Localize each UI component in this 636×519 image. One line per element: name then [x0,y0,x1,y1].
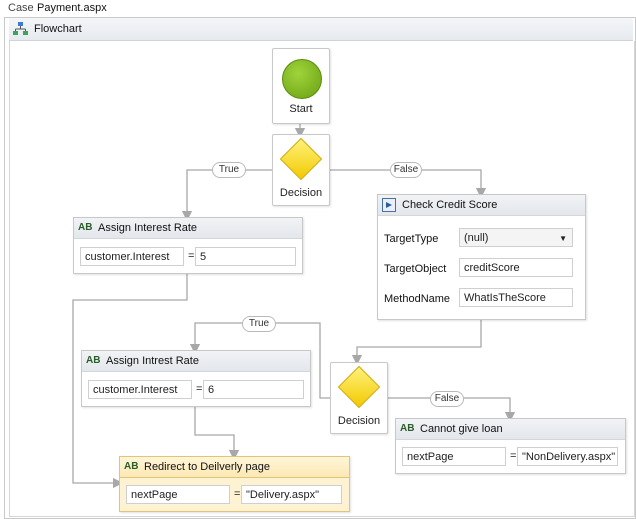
assign-value-field[interactable]: "NonDelivery.aspx" [517,447,618,466]
assign-activity-redirect[interactable]: AB Redirect to Deilverly page nextPage =… [119,456,350,512]
assign-icon: AB [78,222,93,233]
equals-sign: = [510,450,517,462]
assign-activity-2[interactable]: AB Assign Intrest Rate customer.Interest… [81,350,311,407]
decision-node-1[interactable]: Decision [272,134,330,206]
assign-value-field[interactable]: "Delivery.aspx" [241,485,342,504]
assign-to-field[interactable]: customer.Interest [88,380,192,399]
flowchart-title: Flowchart [34,23,82,35]
activity-header: AB Redirect to Deilverly page [120,457,349,478]
target-type-label: TargetType [384,233,439,245]
activity-header: Check Credit Score [378,195,585,216]
start-circle-icon [282,59,322,99]
decision-label: Decision [279,187,323,199]
invoke-method-icon [382,198,396,212]
assign-activity-1[interactable]: AB Assign Interest Rate customer.Interes… [73,217,303,274]
case-label: Case [8,2,34,14]
connector-assign1-redirect [72,272,188,489]
activity-title: Assign Intrest Rate [106,355,199,367]
target-object-field[interactable]: creditScore [459,258,573,277]
activity-header: AB Cannot give loan [396,419,625,440]
assign-icon: AB [86,355,101,366]
invoke-method-activity[interactable]: Check Credit Score TargetType (null) ▼ T… [377,194,586,320]
connector-decision2-false [385,397,516,423]
target-type-select[interactable]: (null) ▼ [459,228,573,247]
assign-to-field[interactable]: nextPage [402,447,506,466]
true-branch-label[interactable]: True [242,316,276,332]
assign-icon: AB [124,461,139,472]
activity-title: Check Credit Score [402,199,498,211]
connector-decision1-false [328,169,487,199]
assign-value-field[interactable]: 6 [203,380,304,399]
connector-assign2-redirect [194,405,240,461]
start-node[interactable]: Start [272,48,330,124]
flowchart-canvas[interactable] [9,41,635,517]
equals-sign: = [188,250,195,262]
assign-to-field[interactable]: customer.Interest [80,247,184,266]
flowchart-header[interactable] [9,18,633,41]
method-name-field[interactable]: WhatIsTheScore [459,288,573,307]
assign-to-field[interactable]: nextPage [126,485,230,504]
assign-icon: AB [400,423,415,434]
activity-title: Redirect to Deilverly page [144,461,270,473]
activity-title: Assign Interest Rate [98,222,198,234]
flowchart-icon [13,22,28,35]
decision-diamond-icon [337,365,381,409]
case-bar [0,0,636,16]
assign-activity-cannot-give-loan[interactable]: AB Cannot give loan nextPage = "NonDeliv… [395,418,626,474]
target-object-label: TargetObject [384,263,447,275]
activity-title: Cannot give loan [420,423,503,435]
decision-diamond-icon [279,137,323,181]
false-branch-label[interactable]: False [430,391,464,407]
connector-decision2-true [189,322,330,399]
start-label: Start [289,103,313,115]
assign-value-field[interactable]: 5 [195,247,296,266]
equals-sign: = [196,383,203,395]
false-branch-label[interactable]: False [390,162,422,178]
true-branch-label[interactable]: True [212,162,246,178]
connector-invoke-decision2 [351,318,482,366]
activity-header: AB Assign Interest Rate [74,218,302,239]
activity-header: AB Assign Intrest Rate [82,351,310,372]
case-value[interactable]: Payment.aspx [37,2,107,14]
decision-label: Decision [337,415,381,427]
equals-sign: = [234,488,241,500]
target-type-value: (null) [464,232,489,244]
chevron-down-icon: ▼ [559,234,567,243]
method-name-label: MethodName [384,293,451,305]
decision-node-2[interactable]: Decision [330,362,388,434]
